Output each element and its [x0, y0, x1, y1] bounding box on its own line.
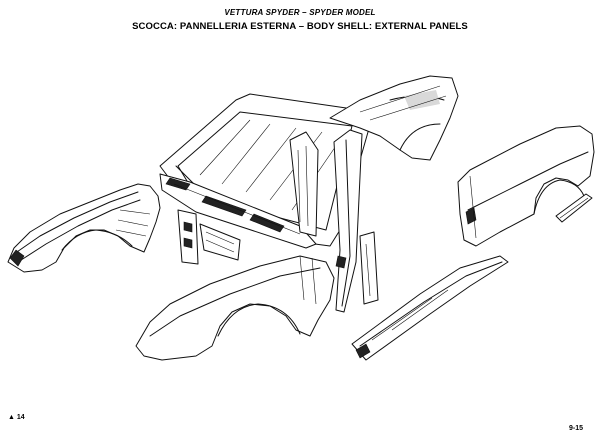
rear-quarter-panel [457, 125, 595, 247]
pillar-reinforcement-bracket [359, 231, 379, 305]
right-front-fender [135, 255, 335, 361]
page-subtitle: VETTURA SPYDER – SPYDER MODEL [224, 8, 376, 17]
side-sill-rocker-panel [351, 255, 509, 361]
rear-upper-panel [329, 75, 459, 161]
previous-page-reference: ▲ 14 [8, 414, 25, 421]
rear-valance-strip [555, 193, 593, 223]
door-pillar-components [177, 131, 319, 265]
center-pillar [333, 129, 363, 313]
page-title: SCOCCA: PANNELLERIA ESTERNA – BODY SHELL… [132, 21, 468, 32]
left-front-wing-panel [7, 183, 161, 273]
page-number: 9-15 [569, 425, 584, 432]
